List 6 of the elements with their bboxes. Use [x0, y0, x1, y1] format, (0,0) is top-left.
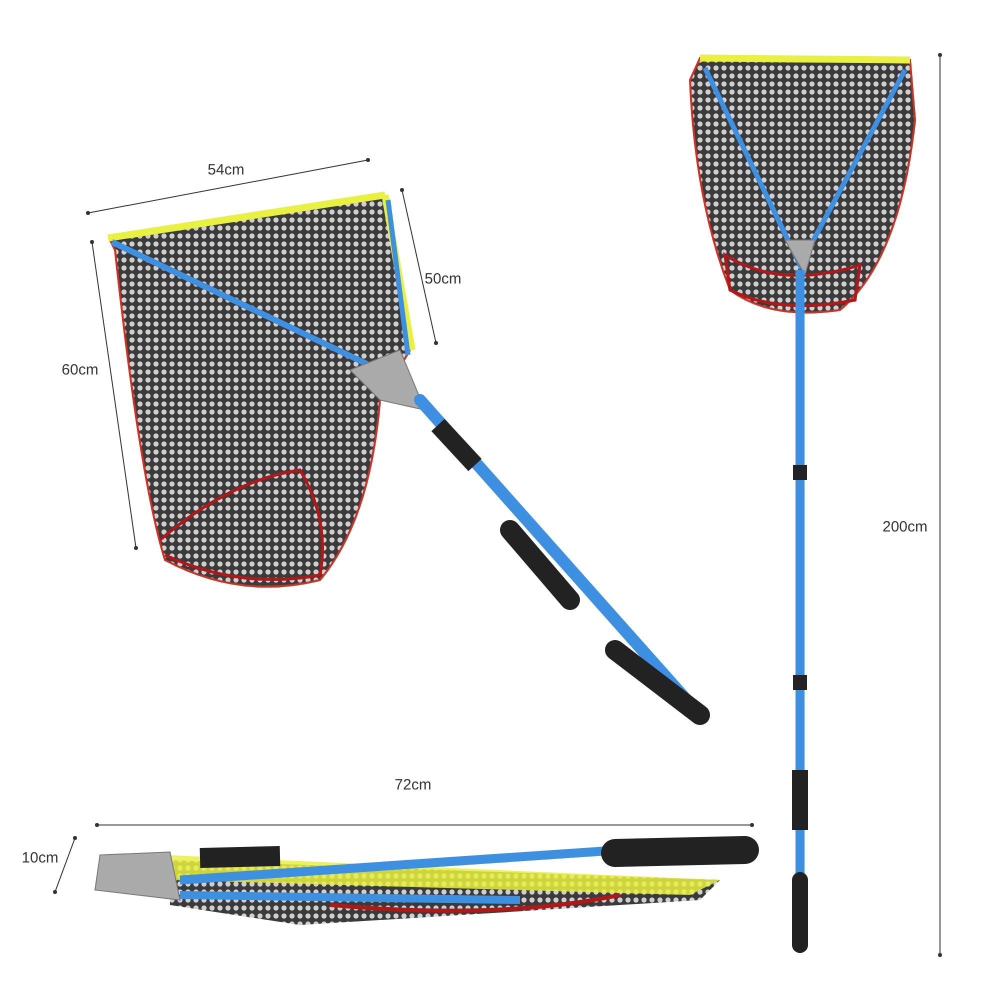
dimension-label: 50cm — [424, 270, 462, 288]
dimension-label: 54cm — [208, 162, 244, 178]
dimension-label: 10cm — [22, 850, 58, 866]
dimension-label: 60cm — [62, 362, 98, 378]
dimension-label: 200cm — [882, 518, 928, 536]
dimension-label: 72cm — [394, 776, 432, 794]
